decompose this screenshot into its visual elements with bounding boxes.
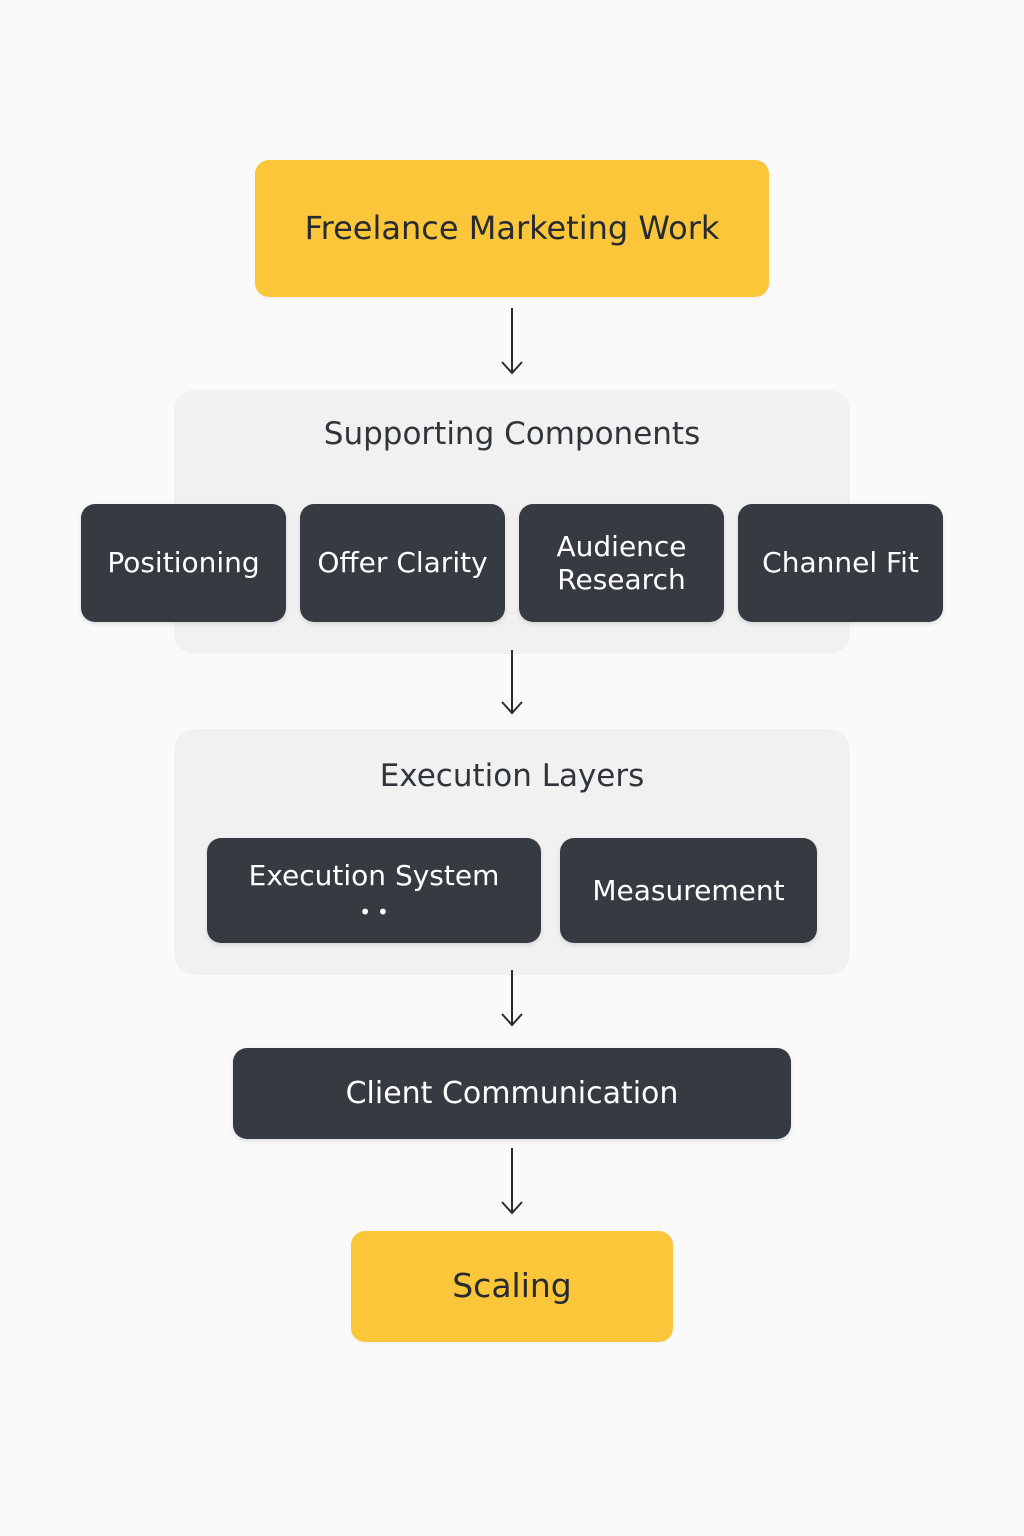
node-positioning: Positioning xyxy=(81,504,286,622)
node-label: Audience Research xyxy=(556,529,687,596)
node-label: Execution System xyxy=(248,858,500,892)
node-channel-fit: Channel Fit xyxy=(738,504,943,622)
node-label: Channel Fit xyxy=(762,546,919,580)
node-offer-clarity: Offer Clarity xyxy=(300,504,505,622)
node-label: Positioning xyxy=(107,546,260,580)
node-execution-system: Execution System •• xyxy=(207,838,541,943)
arrow-down-icon xyxy=(501,970,523,1027)
node-label: Measurement xyxy=(592,873,785,907)
supporting-components-group: Supporting Components xyxy=(174,390,850,654)
node-client-communication: Client Communication xyxy=(233,1048,791,1139)
node-label: Client Communication xyxy=(345,1075,679,1111)
node-audience-research: Audience Research xyxy=(519,504,724,622)
node-freelance-marketing-work: Freelance Marketing Work xyxy=(255,160,769,297)
node-label: Scaling xyxy=(452,1266,572,1306)
group-title: Execution Layers xyxy=(379,758,645,794)
arrow-down-icon xyxy=(501,650,523,715)
node-scaling: Scaling xyxy=(351,1231,673,1342)
group-title: Supporting Components xyxy=(323,416,701,452)
node-measurement: Measurement xyxy=(560,838,817,943)
ellipsis-marker: •• xyxy=(359,900,395,925)
node-label: Offer Clarity xyxy=(317,546,488,580)
node-label: Freelance Marketing Work xyxy=(304,208,720,247)
arrow-down-icon xyxy=(501,1148,523,1215)
arrow-down-icon xyxy=(501,308,523,375)
